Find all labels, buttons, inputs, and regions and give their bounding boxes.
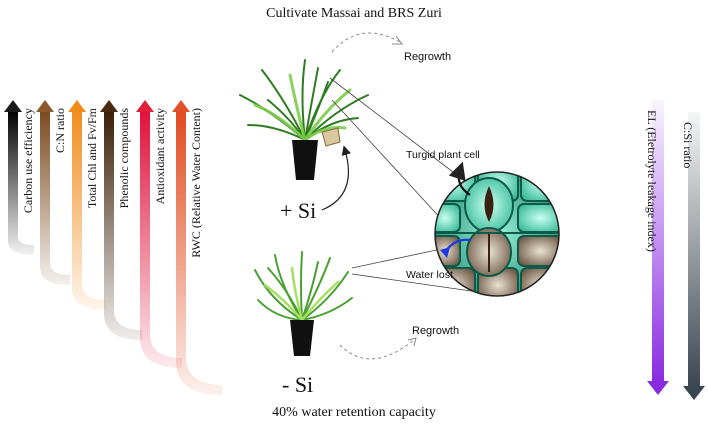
decrease-arrow-1: EL (Eletrolyte leakage index) bbox=[645, 100, 669, 395]
regrowth-label-bottom: Regrowth bbox=[412, 325, 459, 337]
increase-arrow-label: Phenolic compounds bbox=[117, 108, 131, 209]
increase-arrow-label: Carbon use efficiency bbox=[21, 108, 35, 213]
plus-si-label: + Si bbox=[280, 198, 316, 223]
arrow-up-head bbox=[100, 100, 118, 112]
decrease-arrow-shaft bbox=[688, 112, 700, 388]
zoom-lines bbox=[329, 77, 479, 293]
increase-arrow-6: RWC (Relative Water Content) bbox=[172, 100, 222, 395]
arrow-down-head bbox=[683, 386, 705, 400]
decrease-arrow-label: EL (Eletrolyte leakage index) bbox=[645, 110, 659, 252]
arrow-up-head bbox=[68, 100, 86, 112]
increase-arrow-4: Phenolic compounds bbox=[100, 100, 142, 340]
figure-footer: 40% water retention capacity bbox=[272, 405, 436, 420]
regrowth-label-top: Regrowth bbox=[404, 51, 451, 63]
increase-arrow-shaft bbox=[104, 110, 142, 340]
increase-arrow-label: Antioxidant activity bbox=[153, 108, 167, 204]
si-application-arrow bbox=[321, 145, 351, 211]
decrease-arrows-group: EL (Eletrolyte leakage index) C:Si ratio bbox=[645, 100, 705, 400]
arrow-up-head bbox=[36, 100, 54, 112]
increase-arrow-label: C:N ratio bbox=[53, 108, 67, 153]
water-lost-label: Water lost bbox=[406, 269, 453, 281]
regrowth-arc-top bbox=[331, 32, 401, 53]
increase-arrow-shaft bbox=[8, 110, 34, 255]
increase-arrow-label: RWC (Relative Water Content) bbox=[189, 108, 203, 258]
arrow-up-head bbox=[172, 100, 190, 112]
increase-arrow-shaft bbox=[140, 110, 182, 368]
arrow-up-head bbox=[4, 100, 22, 112]
plant-plus-si-illustration bbox=[239, 59, 369, 180]
plant-minus-si-illustration bbox=[254, 251, 353, 356]
increase-arrow-5: Antioxidant activity bbox=[136, 100, 182, 368]
arrow-up-head bbox=[136, 100, 154, 112]
decrease-arrow-shaft bbox=[652, 100, 664, 383]
turgid-arrow bbox=[448, 161, 471, 196]
figure-title: Cultivate Massai and BRS Zuri bbox=[266, 6, 442, 21]
increase-arrow-shaft bbox=[176, 110, 222, 395]
decrease-arrow-label: C:Si ratio bbox=[681, 122, 695, 168]
increase-arrow-shaft bbox=[72, 110, 106, 310]
minus-si-label: - Si bbox=[282, 372, 313, 397]
increase-arrow-1: Carbon use efficiency bbox=[4, 100, 35, 255]
turgid-cell-label: Turgid plant cell bbox=[406, 149, 480, 161]
increase-arrow-2: C:N ratio bbox=[36, 100, 70, 285]
decrease-arrow-2: C:Si ratio bbox=[681, 112, 705, 400]
increase-arrow-label: Total Chl and Fv/Fm bbox=[85, 107, 99, 208]
increase-arrows-group: Carbon use efficiency C:N ratio Total Chl … bbox=[4, 100, 222, 395]
arrow-down-head bbox=[647, 381, 669, 395]
regrowth-arc-bottom bbox=[339, 339, 415, 360]
increase-arrow-3: Total Chl and Fv/Fm bbox=[68, 100, 106, 310]
increase-arrow-shaft bbox=[40, 110, 70, 285]
cell-magnification bbox=[434, 171, 560, 297]
